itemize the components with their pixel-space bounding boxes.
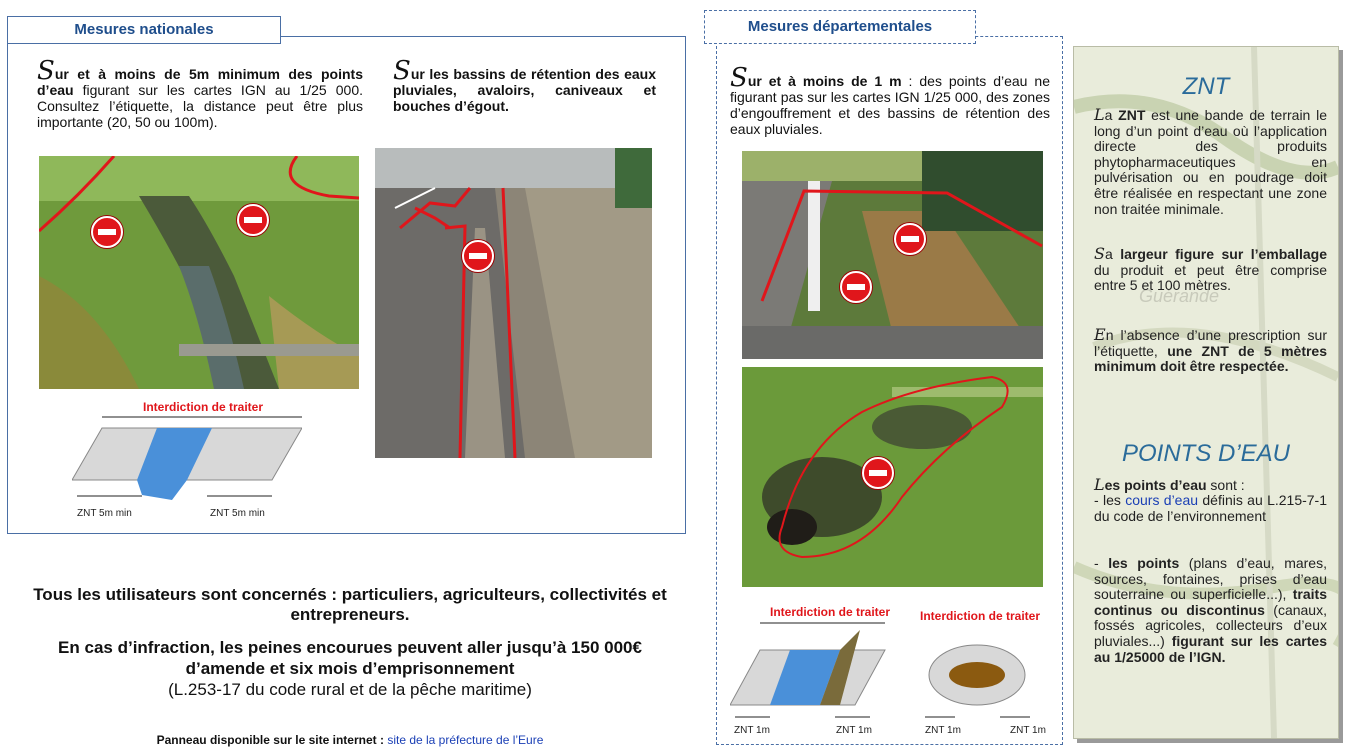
bold-text: ur et à moins de 1 m xyxy=(747,73,902,89)
sinkhole-photo xyxy=(742,367,1043,587)
text: (plans d’eau, mares, sources, fontaines,… xyxy=(1094,555,1327,603)
text: n l’absence d’une prescription sur l’éti… xyxy=(1094,327,1327,359)
departmental-pond-diagram: Interdiction de traiter ZNT 1m ZNT 1m xyxy=(905,605,1055,737)
map-label: Guérande xyxy=(1139,286,1220,306)
departmental-ditch-diagram: Interdiction de traiter ZNT 1m ZNT 1m xyxy=(730,605,890,737)
text: (canaux, fossés agricoles, collecteurs d… xyxy=(1094,601,1327,649)
diagram-title: Interdiction de traiter xyxy=(769,605,891,619)
points-eau-item-1: - les cours d’eau définis au L.215-7-1 d… xyxy=(1094,492,1327,524)
znt-left-label: ZNT 1m xyxy=(925,725,961,736)
znt-right-label: ZNT 5m min xyxy=(210,508,265,519)
points-eau-heading: POINTS D’EAU xyxy=(1121,440,1291,467)
no-entry-icon xyxy=(237,204,269,236)
legal-reference: (L.253-17 du code rural et de la pêche m… xyxy=(168,680,532,699)
drop-cap: L xyxy=(1094,475,1105,494)
ditch-photo-svg xyxy=(39,156,359,389)
text: : des points d’eau ne figurant pas sur l… xyxy=(730,73,1050,137)
diagram-title: Interdiction de traiter xyxy=(142,400,264,414)
drop-cap: S xyxy=(37,56,55,86)
roadside-ditch-photo-svg xyxy=(742,151,1043,359)
no-entry-icon xyxy=(840,271,872,303)
national-measures-panel xyxy=(7,36,686,534)
prefecture-link[interactable]: site de la préfecture de l’Eure xyxy=(387,733,544,747)
text: ur les bassins de rétention des eaux plu… xyxy=(393,66,656,114)
diagram-svg xyxy=(925,644,1030,718)
text: a xyxy=(1104,246,1121,262)
text: - les xyxy=(1094,492,1126,508)
diagram-svg xyxy=(72,416,302,500)
roadside-ditch-photo xyxy=(742,151,1043,359)
bold-text: es points d’eau xyxy=(1104,477,1207,493)
znt-left-label: ZNT 5m min xyxy=(77,508,132,519)
bold-text: largeur figure sur l’emballage xyxy=(1120,246,1327,262)
text: est une bande de terrain le long d’un po… xyxy=(1094,107,1327,217)
znt-heading: ZNT xyxy=(1182,73,1230,100)
znt-default: En l’absence d’une prescription sur l’ét… xyxy=(1094,327,1327,375)
text: du produit et peut être comprise entre 5… xyxy=(1094,261,1327,294)
text: a xyxy=(1104,107,1119,123)
no-entry-icon xyxy=(894,223,926,255)
znt-left-label: ZNT 1m xyxy=(734,725,770,736)
departmental-text: Sur et à moins de 1 m : des points d’eau… xyxy=(730,65,1050,137)
drop-cap: S xyxy=(730,63,748,93)
bold-text: les points xyxy=(1108,555,1180,571)
bold-text: traits continus ou discontinus xyxy=(1094,586,1327,618)
road-gutter-photo-svg xyxy=(375,148,652,458)
panneau-note: Panneau disponible sur le site internet … xyxy=(25,733,675,747)
drop-cap: S xyxy=(393,56,411,86)
diagram-svg xyxy=(730,622,886,718)
ditch-photo xyxy=(39,156,359,389)
national-measures-tab: Mesures nationales xyxy=(7,16,281,44)
penalties: En cas d’infraction, les peines encourue… xyxy=(58,638,642,678)
znt-width: Sa largeur figure sur l’emballage du pro… xyxy=(1094,246,1327,294)
diagram-title: Interdiction de traiter xyxy=(919,609,1041,623)
drop-cap: S xyxy=(1094,244,1105,263)
text: sont : xyxy=(1206,477,1245,493)
points-eau-item-2: - les points (plans d’eau, mares, source… xyxy=(1094,555,1327,665)
bold-text: ZNT xyxy=(1118,107,1146,123)
panneau-label: Panneau disponible sur le site internet … xyxy=(156,733,388,747)
departmental-measures-tab: Mesures départementales xyxy=(704,10,976,44)
bold-text: figurant sur les cartes au 1/25000 de l’… xyxy=(1094,632,1327,665)
drop-cap: E xyxy=(1094,325,1106,344)
points-eau-intro: Les points d’eau sont : xyxy=(1094,477,1327,494)
text: figurant sur les cartes IGN au 1/25 000.… xyxy=(37,82,363,130)
drop-cap: L xyxy=(1094,105,1105,124)
text: définis au L.215-7-1 du code de l’enviro… xyxy=(1094,492,1327,524)
users-concerned: Tous les utilisateurs sont concernés : p… xyxy=(33,585,667,624)
national-text-1: Sur et à moins de 5m minimum des points … xyxy=(37,58,363,130)
no-entry-icon xyxy=(91,216,123,248)
text: - xyxy=(1094,555,1109,571)
no-entry-icon xyxy=(862,457,894,489)
znt-info-sidebar: Guérande ZNT La ZNT est une bande de ter… xyxy=(1073,46,1339,739)
map-background xyxy=(1074,47,1338,738)
no-entry-icon xyxy=(462,240,494,272)
znt-right-label: ZNT 1m xyxy=(836,725,872,736)
national-znt-diagram: Interdiction de traiter ZNT 5m min ZNT 5… xyxy=(72,400,302,520)
bold-text: ur et à moins de 5m minimum des points d… xyxy=(37,66,363,98)
znt-right-label: ZNT 1m xyxy=(1010,725,1046,736)
national-text-2: Sur les bassins de rétention des eaux pl… xyxy=(393,58,656,114)
road-gutter-photo xyxy=(375,148,652,458)
cours-eau-link[interactable]: cours d’eau xyxy=(1125,492,1199,508)
bold-text: une ZNT de 5 mètres minimum doit être re… xyxy=(1094,342,1327,375)
znt-definition: La ZNT est une bande de terrain le long … xyxy=(1094,107,1327,217)
